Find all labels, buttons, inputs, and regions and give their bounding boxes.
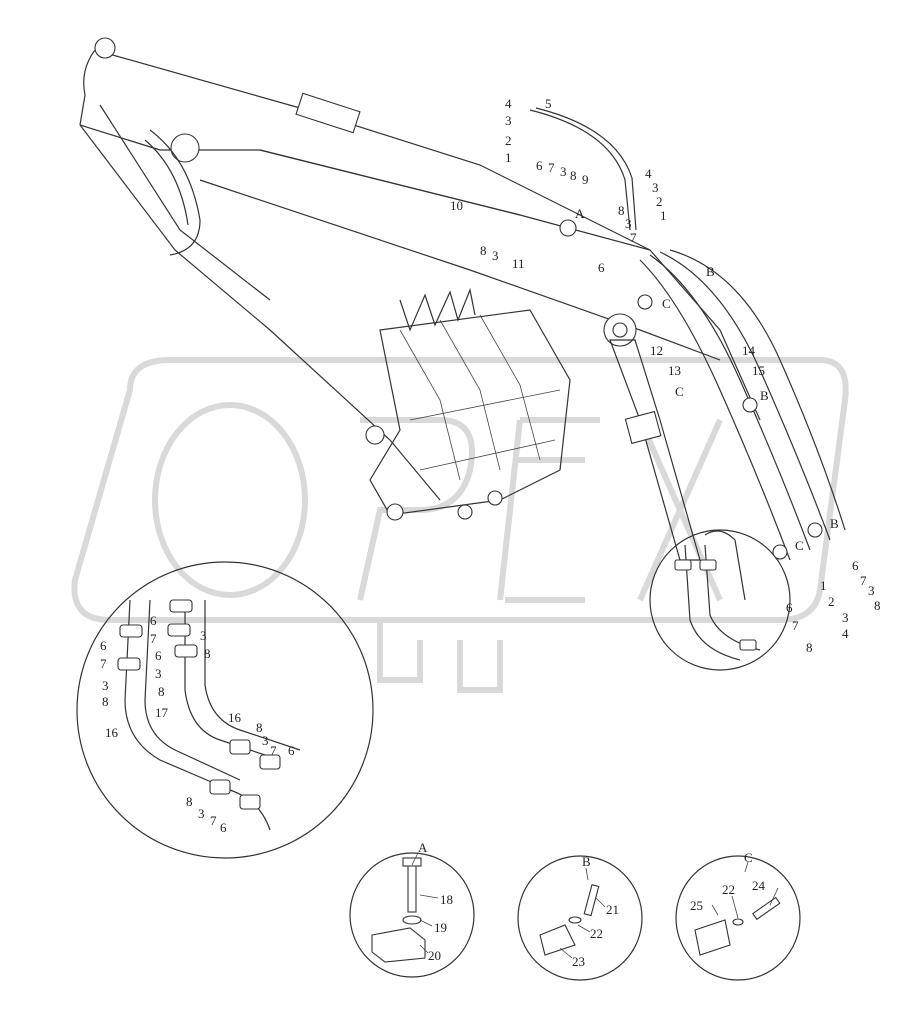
callout: 4 [842, 626, 849, 641]
view-ref: C [795, 538, 804, 553]
view-ref: B [830, 516, 839, 531]
callout: 6 [536, 158, 543, 173]
callout: 19 [434, 920, 447, 935]
callout: 22 [722, 882, 735, 897]
callout: 7 [150, 631, 157, 646]
callout: 8 [204, 646, 211, 661]
callout: 3 [868, 583, 875, 598]
callout: 7 [792, 618, 799, 633]
detail-circle-right [649, 529, 791, 671]
callout: 17 [155, 705, 169, 720]
callout: 8 [570, 168, 577, 183]
callout: 6 [598, 260, 605, 275]
callout: 9 [582, 172, 589, 187]
callout: 3 [560, 164, 567, 179]
leader-lines [411, 852, 779, 959]
callout: 6 [786, 600, 793, 615]
callout: 21 [606, 902, 619, 917]
callout: 3 [652, 180, 659, 195]
callout: 3 [505, 113, 512, 128]
callout: 11 [512, 256, 525, 271]
callout: 2 [656, 194, 663, 209]
callout: 1 [660, 208, 667, 223]
detail-c-title: C [744, 850, 753, 865]
callout: 3 [200, 628, 207, 643]
callout: 6 [155, 648, 162, 663]
callout: 8 [256, 720, 263, 735]
callout: 3 [262, 733, 269, 748]
callout: 3 [102, 678, 109, 693]
callout: 10 [450, 198, 463, 213]
detail-b [517, 855, 643, 981]
detail-c [675, 855, 801, 981]
callout: 3 [155, 666, 162, 681]
callout: 14 [742, 343, 756, 358]
detail-a [349, 852, 475, 978]
callout: 25 [690, 898, 703, 913]
callout: 1 [820, 578, 827, 593]
detail-circle-left [76, 561, 374, 859]
view-ref: B [706, 264, 715, 279]
view-ref: C [662, 296, 671, 311]
callout: 2 [828, 594, 835, 609]
callout-labels: 4 3 2 1 5 6 7 3 8 9 10 8 3 11 4 3 2 1 8 … [100, 96, 881, 969]
callout: 8 [874, 598, 881, 613]
detail-b-title: B [582, 854, 591, 869]
callout: 3 [492, 248, 499, 263]
view-ref: B [760, 388, 769, 403]
callout: 8 [102, 694, 109, 709]
callout: 8 [618, 203, 625, 218]
callout: 7 [548, 160, 555, 175]
callout: 24 [752, 878, 766, 893]
callout: 16 [228, 710, 242, 725]
callout: 18 [440, 892, 453, 907]
callout: 16 [105, 725, 119, 740]
hydraulic-hoses [529, 107, 846, 561]
callout: 7 [100, 656, 107, 671]
callout: 8 [480, 243, 487, 258]
callout: 7 [860, 573, 867, 588]
callout: 7 [630, 230, 637, 245]
callout: 4 [645, 166, 652, 181]
callout: 22 [590, 926, 603, 941]
callout: 7 [270, 743, 277, 758]
callout: 3 [198, 806, 205, 821]
callout: 8 [158, 684, 165, 699]
callout: 13 [668, 363, 681, 378]
callout: 5 [545, 96, 552, 111]
detail-a-title: A [418, 840, 428, 855]
callout: 6 [288, 743, 295, 758]
callout: 1 [505, 150, 512, 165]
callout: 8 [186, 794, 193, 809]
view-markers [559, 219, 823, 560]
boom-cylinder [609, 339, 701, 561]
callout: 23 [572, 954, 585, 969]
callout: 12 [650, 343, 663, 358]
arm-boom-assembly [79, 37, 761, 501]
callout: 8 [806, 640, 813, 655]
callout: 3 [625, 216, 632, 231]
callout: 2 [505, 133, 512, 148]
callout: 20 [428, 948, 441, 963]
callout: 4 [505, 96, 512, 111]
callout: 6 [220, 820, 227, 835]
view-ref: A [575, 206, 585, 221]
callout: 7 [210, 813, 217, 828]
callout: 6 [852, 558, 859, 573]
callout: 6 [150, 613, 157, 628]
callout: 3 [842, 610, 849, 625]
callout: 6 [100, 638, 107, 653]
bucket [365, 287, 571, 521]
watermark-logo [71, 357, 849, 693]
view-ref: C [675, 384, 684, 399]
callout: 15 [752, 363, 765, 378]
